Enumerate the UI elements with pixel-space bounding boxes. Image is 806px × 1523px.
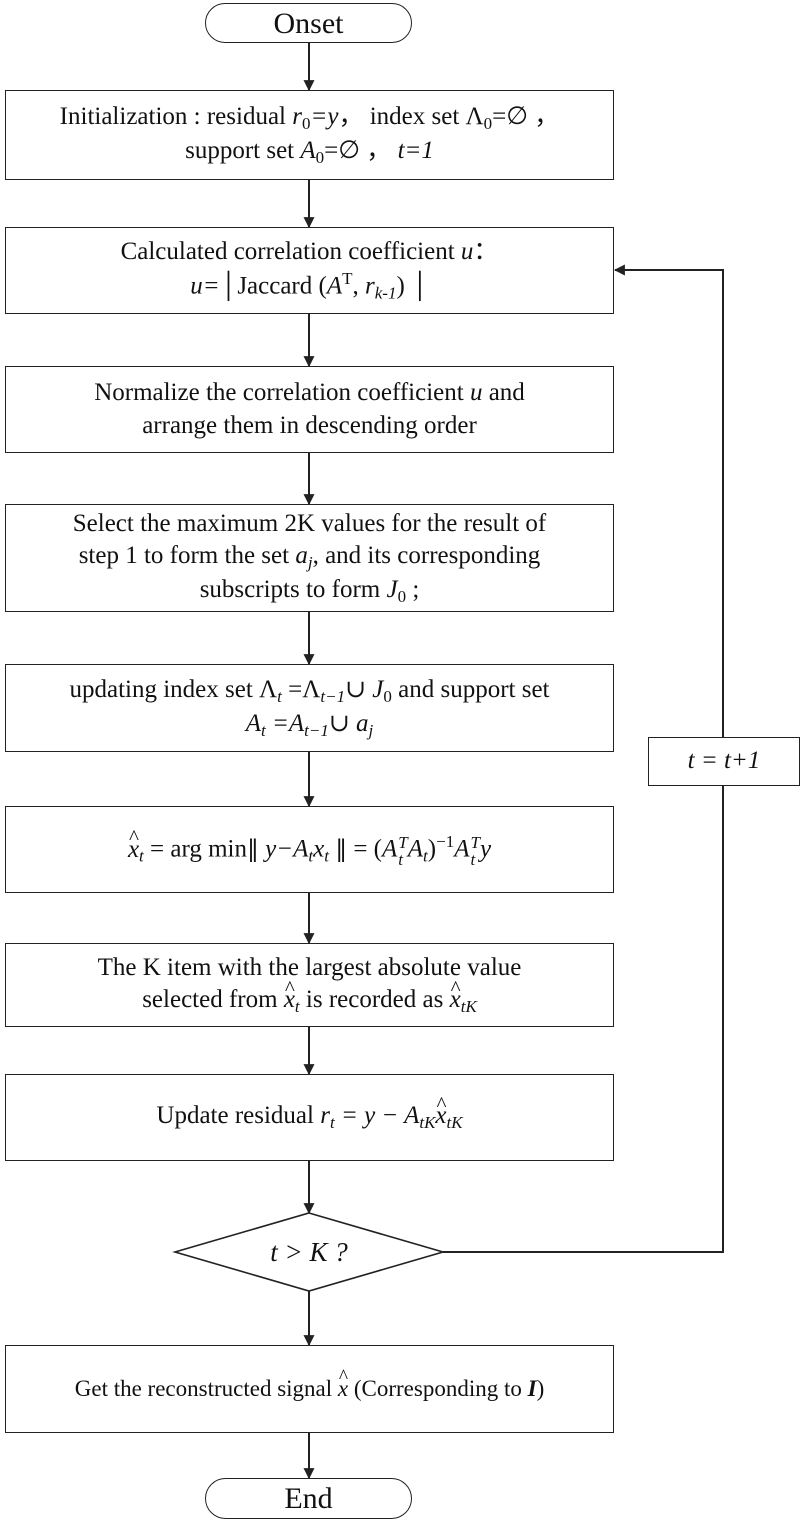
normalize-box: Normalize the correlation coefficient u … [5,366,614,453]
select-k-box: The K item with the largest absolute val… [5,943,614,1027]
update-sets-box: updating index set Λt =Λt−1∪ J0 and supp… [5,664,614,752]
update-sets-line-2: At =At−1∪ aj [245,710,374,741]
end-terminal: End [205,1478,412,1519]
decision-label: t > K ? [270,1236,348,1267]
update-residual-formula: Update residual rt = y − AtKxtK [156,1091,462,1134]
select-line-3: subscripts to form J0 ; [199,576,420,607]
init-line-2: support set A0=∅ ， t=1 [185,137,434,168]
end-label: End [284,1482,333,1515]
update-sets-line-1: updating index set Λt =Λt−1∪ J0 and supp… [69,675,550,706]
onset-label: Onset [273,6,344,40]
output-box: Get the reconstructed signal x (Correspo… [5,1345,614,1433]
loop-line-right [443,786,724,1253]
loop-line-up [613,264,724,737]
select-k-line-2: selected from xt is recorded as xtK [142,975,477,1018]
normalize-line-2: arrange them in descending order [142,411,477,439]
correlation-box: Calculated correlation coefficient u： u=… [5,227,614,314]
update-residual-box: Update residual rt = y − AtKxtK [5,1074,614,1161]
select-2k-box: Select the maximum 2K values for the res… [5,504,614,612]
initialization-box: Initialization : residual r0=y， index se… [5,90,614,180]
normalize-line-1: Normalize the correlation coefficient u … [94,379,525,406]
corr-line-2: u=│Jaccard (AT, rk-1) │ [190,269,429,303]
select-line-1: Select the maximum 2K values for the res… [72,509,547,537]
output-line: Get the reconstructed signal x (Correspo… [75,1365,545,1404]
decision-diamond [172,1212,446,1292]
loop-increment-box: t = t+1 [648,737,800,786]
select-line-2: step 1 to form the set aj, and its corre… [78,542,541,573]
onset-terminal: Onset [205,3,412,43]
corr-line-1: Calculated correlation coefficient u： [120,237,499,265]
init-line-1: Initialization : residual r0=y， index se… [59,102,560,133]
